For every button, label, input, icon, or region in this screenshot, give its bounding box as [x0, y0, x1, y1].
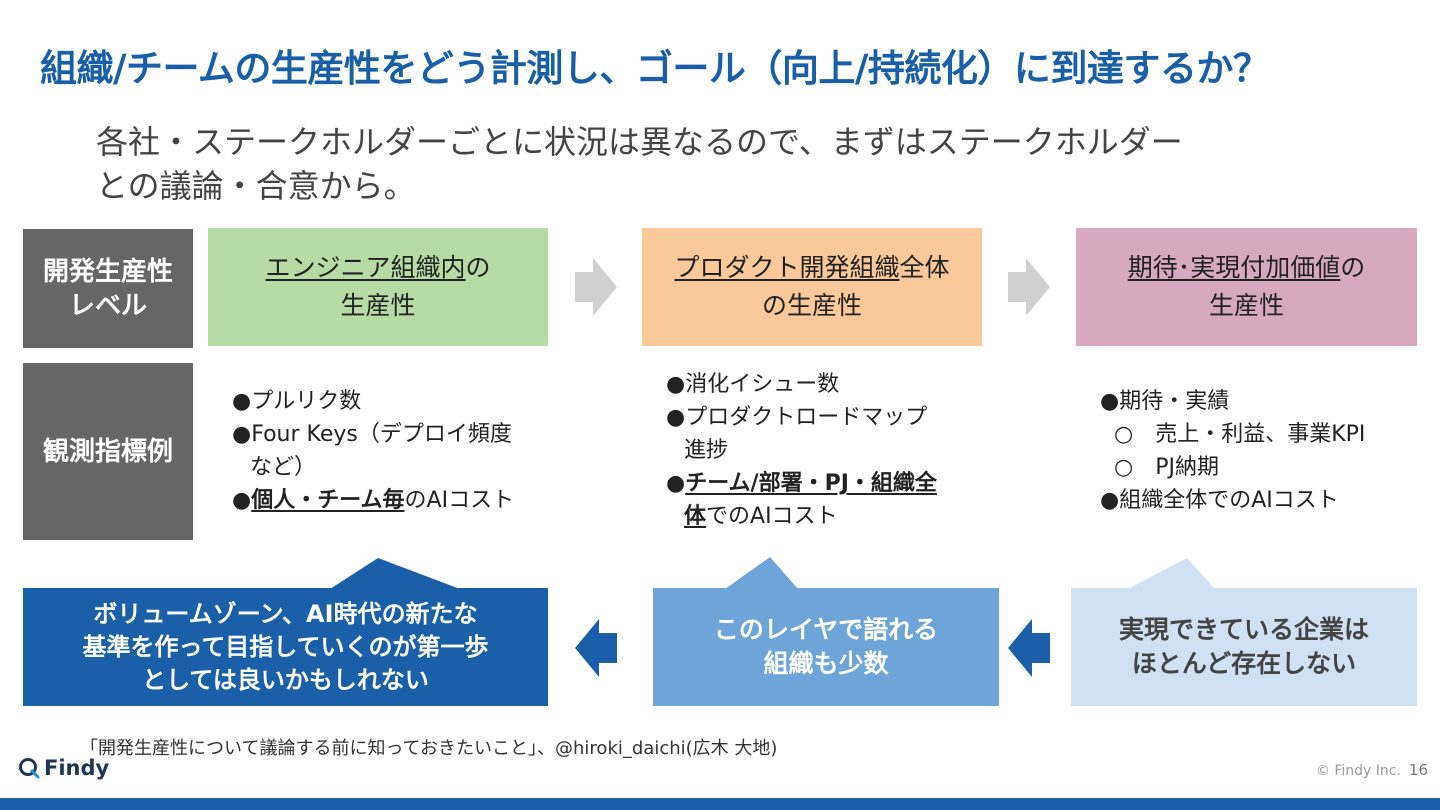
stage-engineering-org: エンジニア組織内の 生産性 [208, 228, 548, 346]
list-item: ●Four Keys（デプロイ頻度 [232, 422, 512, 447]
list-subitem: ○ PJ納期 [1114, 455, 1219, 480]
slide-title: 組織/チームの生産性をどう計測し、ゴール（向上/持続化）に到達するか？ [40, 47, 1270, 90]
stage3-line2: 生産性 [1208, 291, 1284, 320]
arrow-right-icon [575, 258, 617, 316]
page-number: 16 [1408, 761, 1428, 779]
footer-bar [0, 798, 1440, 810]
stage3-rest: の [1340, 253, 1366, 282]
findy-logo: Findy [18, 756, 109, 780]
row-label-productivity-level: 開発生産性 レベル [23, 229, 193, 348]
row-label-level-line1: 開発生産性 [42, 256, 173, 287]
callout3-line2: ほとんど存在しない [1131, 649, 1357, 678]
findy-logo-icon [19, 758, 40, 779]
stage1-line2: 生産性 [340, 291, 416, 320]
stage2-line2: の生産性 [761, 291, 862, 320]
list-item-emphasis: チーム/部署・PJ・組織全 [685, 471, 937, 496]
lead-text: 各社・ステークホルダーごとに状況は異なるので、まずはステークホルダー との議論・… [96, 120, 1356, 208]
callout-few-orgs: このレイヤで語れる 組織も少数 [653, 588, 999, 706]
list-item: ●チーム/部署・PJ・組織全 [666, 471, 937, 496]
arrow-left-icon [1008, 619, 1050, 677]
list-subitem: ○ 売上・利益、事業KPI [1114, 422, 1366, 447]
callout1-line2: 基準を作って目指していくのが第一歩 [82, 632, 489, 661]
lead-line-2: との議論・合意から。 [96, 167, 416, 205]
metrics-list-product: ●消化イシュー数 ●プロダクトロードマップ 進捗 ●チーム/部署・PJ・組織全 … [666, 368, 976, 533]
stage1-underlined: エンジニア組織内 [265, 253, 466, 282]
list-item: ●期待・実績 [1100, 389, 1230, 414]
arrow-right-icon [1008, 258, 1050, 316]
list-item: ●消化イシュー数 [666, 372, 840, 397]
metrics-list-engineering: ●プルリク数 ●Four Keys（デプロイ頻度 など） ●個人・チーム毎のAI… [232, 385, 552, 517]
copyright: © Findy Inc. 16 [1316, 761, 1428, 779]
list-item-continuation: など） [250, 455, 317, 480]
callout2-line1: このレイヤで語れる [713, 615, 939, 644]
stage-value: 期待･実現付加価値の 生産性 [1076, 228, 1417, 346]
callout3-line1: 実現できている企業は [1118, 615, 1369, 644]
list-item: ●プルリク数 [232, 389, 362, 414]
copyright-text: © Findy Inc. [1315, 763, 1401, 779]
callout-pointer [1128, 558, 1215, 589]
stage3-underlined: 期待･実現付加価値 [1127, 253, 1341, 282]
stage-product-org: プロダクト開発組織全体 の生産性 [642, 228, 982, 346]
list-item: ●組織全体でのAIコスト [1100, 488, 1339, 513]
callout-pointer [725, 557, 798, 589]
list-item-continuation: 進捗 [684, 438, 729, 463]
source-caption: 「開発生産性について議論する前に知っておきたいこと」、@hiroki_daich… [80, 738, 778, 759]
list-item: ●プロダクトロードマップ [666, 405, 928, 430]
stage2-rest: 全体 [899, 253, 950, 282]
stage1-rest: の [465, 253, 491, 282]
callout-first-step: ボリュームゾーン、AI時代の新たな 基準を作って目指していくのが第一歩 としては… [23, 588, 548, 706]
list-item-continuation: 体でのAIコスト [684, 504, 838, 529]
metrics-list-value: ●期待・実績 ○ 売上・利益、事業KPI ○ PJ納期 ●組織全体でのAIコスト [1100, 385, 1420, 517]
row-label-level-line2: レベル [68, 290, 147, 321]
row-label-metrics: 観測指標例 [23, 363, 193, 540]
callout2-line2: 組織も少数 [763, 649, 889, 678]
findy-logo-text: Findy [44, 756, 110, 780]
callout1-line1: ボリュームゾーン、AI時代の新たな [93, 599, 478, 628]
callout1-line3: としては良いかもしれない [142, 665, 429, 694]
arrow-left-icon [575, 619, 617, 677]
callout-almost-none: 実現できている企業は ほとんど存在しない [1071, 588, 1417, 706]
callout-pointer [330, 558, 460, 589]
row-label-metrics-text: 観測指標例 [42, 436, 173, 467]
lead-line-1: 各社・ステークホルダーごとに状況は異なるので、まずはステークホルダー [96, 123, 1183, 161]
list-item-emphasis: 個人・チーム毎 [251, 488, 405, 513]
stage2-underlined: プロダクト開発組織 [674, 253, 900, 282]
list-item: ●個人・チーム毎のAIコスト [232, 488, 515, 513]
